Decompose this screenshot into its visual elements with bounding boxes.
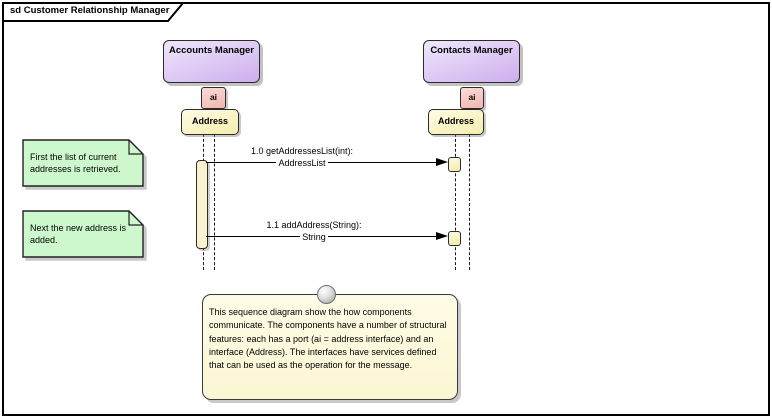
message-2-text-line2: String [300,231,328,242]
note-1-shape[interactable] [22,139,148,189]
message-2-label[interactable]: 1.1 addAddress(String): String [214,220,414,243]
note-pin-sphere-icon [317,285,336,304]
component-contacts-manager[interactable]: Contacts Manager [423,40,520,83]
diagram-title: sd Customer Relationship Manager [10,5,170,16]
lifeline-dashed-right-1 [455,134,456,270]
port-label: ai [468,92,476,102]
interface-address-right[interactable]: Address [428,109,484,135]
message-arrowhead-icon [436,232,448,240]
activation-bar[interactable] [196,160,208,249]
diagram-title-tab [2,2,186,22]
message-1-endpoint[interactable] [448,157,461,172]
interface-address-left[interactable]: Address [181,109,239,135]
note-fold-icon [128,211,143,226]
interface-label: Address [191,116,228,126]
message-1-text-line1: 1.0 getAddressesList(int): [248,146,356,156]
note-1-text: First the list of current addresses is r… [30,152,121,174]
message-2-endpoint[interactable] [448,231,461,246]
lifeline-dashed-right-2 [469,134,470,270]
message-1-text-line2: AddressList [276,157,328,168]
interface-label: Address [437,116,474,126]
port-label: ai [209,92,218,102]
note-2-text: Next the new address is added. [30,223,127,245]
message-arrowhead-icon [436,158,448,166]
message-1-label[interactable]: 1.0 getAddressesList(int): AddressList [202,146,402,169]
document-note[interactable] [202,294,458,400]
port-ai-left[interactable]: ai [201,87,226,109]
lifeline-dashed-left-2 [214,134,215,270]
component-accounts-manager[interactable]: Accounts Manager [163,40,260,83]
document-note-text: This sequence diagram show the how compo… [209,307,447,371]
note-2-shape[interactable] [22,210,148,260]
component-label: Accounts Manager [169,45,254,56]
component-label: Contacts Manager [430,45,513,56]
port-ai-right[interactable]: ai [460,87,484,109]
message-2-text-line1: 1.1 addAddress(String): [264,220,364,230]
note-fold-icon [128,140,143,155]
